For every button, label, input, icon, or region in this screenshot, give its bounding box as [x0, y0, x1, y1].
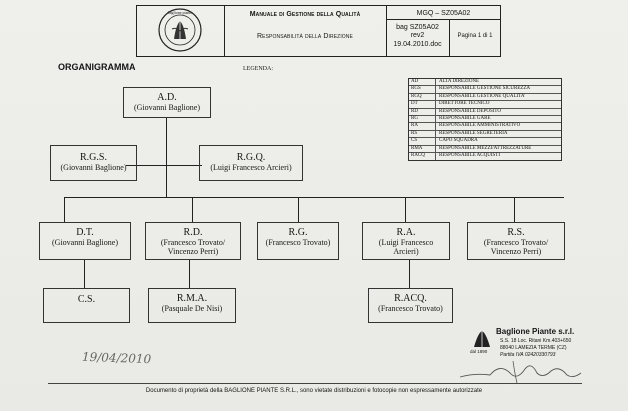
stamp-line-3: Partita IVA 02420330793	[500, 352, 556, 358]
company-stamp: Baglione Piante s.r.l. S.S. 18 Loc. Rita…	[470, 327, 590, 367]
doc-code: MGQ – SZ05A02	[416, 10, 471, 17]
legend-abbr: RGS	[409, 86, 436, 93]
handwritten-date: 19/04/2010	[81, 349, 152, 367]
legend-abbr: DT	[409, 101, 436, 108]
org-person-rs-2: Vincenzo Perri)	[490, 247, 542, 256]
org-title-ad: A.D.	[157, 92, 177, 103]
org-person-dt: (Giovanni Baglione)	[52, 238, 118, 247]
org-person-rgs: (Giovanni Baglione)	[60, 163, 127, 172]
legend-label: LEGENDA:	[243, 66, 273, 72]
org-box-ad: A.D. (Giovanni Baglione)	[123, 87, 211, 118]
legend-abbr: RG	[409, 115, 436, 123]
org-person-rd-1: (Francesco Trovato/	[160, 238, 226, 247]
org-box-dt: D.T. (Giovanni Baglione)	[39, 222, 131, 260]
legend-name: RESPONSABILE SEGRETERIA	[439, 130, 508, 136]
org-person-ra-1: (Luigi Francesco	[378, 238, 434, 247]
page-title: ORGANIGRAMMA	[58, 62, 136, 72]
legend-name: RESPONSABILE MEZZI/ATTREZZATURE	[439, 145, 532, 151]
org-title-ra: R.A.	[396, 227, 416, 238]
legend-abbr: RS	[409, 130, 436, 138]
org-title-rma: R.M.A.	[176, 293, 208, 304]
org-person-ad: (Giovanni Baglione)	[134, 103, 200, 112]
org-box-racq: R.ACQ. (Francesco Trovato)	[368, 288, 453, 323]
section-title: Responsabilità della Direzione	[257, 33, 353, 40]
file-line-2: rev2	[410, 32, 425, 39]
legend-name: RESPONSABILE AMMINISTRATIVO	[439, 123, 521, 129]
org-title-rs: R.S.	[507, 227, 525, 238]
org-title-cs: C.S.	[77, 294, 96, 305]
org-person-ra-2: Arcieri)	[393, 247, 419, 256]
stamp-line-2: 88040 LAMEZIA TERME (CZ)	[500, 345, 567, 351]
footer-note: Documento di proprietà della BAGLIONE PI…	[145, 388, 483, 394]
legend-abbr: RGQ	[409, 93, 436, 101]
legend-name: ALTA DIREZIONE	[439, 79, 480, 84]
file-line-3: 19.04.2010.doc	[393, 41, 442, 48]
org-person-rs-1: (Francesco Trovato/	[483, 238, 549, 247]
legend-abbr: RA	[409, 123, 436, 130]
header-table	[136, 5, 501, 57]
legend-name: RESPONSABILE DEPOSITO	[439, 108, 501, 114]
legend-name: DIRETTORE TECNICO	[439, 101, 490, 107]
org-box-rd: R.D. (Francesco Trovato/ Vincenzo Perri)	[145, 222, 241, 260]
legend-abbr: RD	[409, 108, 436, 115]
org-person-rg: (Francesco Trovato)	[265, 238, 331, 247]
page-label: Pagina 1 di 1	[457, 33, 493, 39]
org-box-ra: R.A. (Luigi Francesco Arcieri)	[362, 222, 450, 260]
org-box-rma: R.M.A. (Pasquale De Nisi)	[148, 288, 236, 323]
stamp-logo-icon	[474, 331, 490, 347]
stamp-company: Baglione Piante s.r.l.	[496, 327, 575, 336]
org-box-rs: R.S. (Francesco Trovato/ Vincenzo Perri)	[467, 222, 565, 260]
stamp-line-1: S.S. 18 Loc. Ritani Km.403+650	[500, 338, 572, 344]
file-line-1: bag SZ05A02	[396, 24, 439, 31]
org-person-rgq: (Luigi Francesco Arcieri)	[210, 163, 292, 172]
legend-name: RESPONSABILE GARE	[439, 115, 491, 121]
manual-title: Manuale di Gestione della Qualità	[249, 11, 361, 18]
org-box-cs: C.S.	[43, 288, 130, 323]
org-title-dt: D.T.	[76, 227, 94, 238]
legend-name: RESPONSABILE GESTIONE QUALITA'	[439, 93, 526, 99]
org-box-rg: R.G. (Francesco Trovato)	[257, 222, 339, 260]
org-title-rgq: R.G.Q.	[236, 152, 266, 163]
org-title-racq: R.ACQ.	[394, 293, 427, 304]
org-person-racq: (Francesco Trovato)	[378, 304, 443, 313]
company-logo: baglione piante	[136, 5, 224, 57]
org-person-rd-2: Vincenzo Perri)	[167, 247, 219, 256]
svg-text:baglione piante: baglione piante	[168, 10, 193, 15]
org-title-rd: R.D.	[183, 227, 203, 238]
legend-name: CAPO SQUADRA	[439, 138, 478, 144]
org-title-rgs: R.G.S.	[80, 152, 107, 163]
legend-name: RESPONSABILE GESTIONE SICUREZZA	[439, 86, 531, 92]
org-box-rgq: R.G.Q. (Luigi Francesco Arcieri)	[199, 145, 303, 181]
org-box-rgs: R.G.S. (Giovanni Baglione)	[50, 145, 137, 181]
stamp-since: dal 1890	[470, 349, 488, 354]
signature	[459, 360, 582, 384]
legend-abbr: CS	[409, 138, 436, 145]
legend-abbr: RMA	[409, 145, 436, 152]
org-title-rg: R.G.	[288, 227, 308, 238]
legend-abbr: AD	[409, 79, 436, 86]
legend-name: RESPONSABILE ACQUISTI	[439, 152, 500, 158]
legend-abbr: RACQ	[409, 152, 436, 161]
org-person-rma: (Pasquale De Nisi)	[161, 304, 223, 313]
